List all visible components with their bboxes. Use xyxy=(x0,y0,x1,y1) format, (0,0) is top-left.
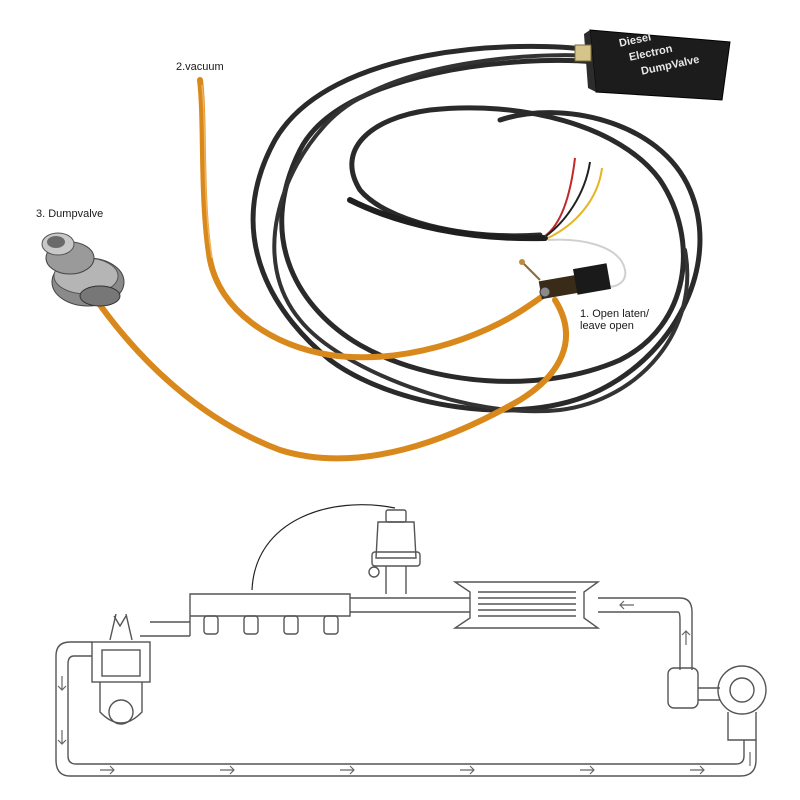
blow-off-valve-icon xyxy=(368,509,421,594)
dumpvalve-label: 3. Dumpvalve xyxy=(36,208,104,220)
flow-arrow-icon xyxy=(690,765,705,775)
flow-arrow-icon xyxy=(580,765,595,775)
open-label: 1. Open laten/ leave open xyxy=(580,308,670,332)
flow-arrow-icon xyxy=(57,676,67,691)
dumpvalve-hose xyxy=(97,297,569,462)
dump-valve-fitting-icon xyxy=(41,232,125,307)
flow-arrow-icon xyxy=(220,765,235,775)
wire-yellow xyxy=(547,167,603,239)
flow-arrow-icon xyxy=(100,765,115,775)
flow-arrow-icon xyxy=(460,765,475,775)
turbo-system-schematic xyxy=(55,504,767,777)
vacuum-hose xyxy=(197,77,553,361)
black-cable-extra xyxy=(272,53,690,414)
wire-black-thin xyxy=(545,161,591,237)
flow-arrow-icon xyxy=(340,765,355,775)
open-label-line2: leave open xyxy=(580,320,634,332)
turbocharger-icon xyxy=(667,665,767,741)
flow-arrow-icon xyxy=(681,630,691,645)
wire-white xyxy=(547,238,627,288)
hose-highlight xyxy=(201,84,213,259)
black-cable-inner xyxy=(279,57,686,384)
flow-arrow-icon xyxy=(619,600,634,610)
control-module-icon xyxy=(574,29,731,101)
vacuum-label: 2.vacuum xyxy=(176,61,224,73)
vacuum-line xyxy=(251,504,396,591)
open-label-line1: 1. Open laten/ xyxy=(580,308,650,320)
black-cable-outer xyxy=(250,43,703,413)
cable-sheath xyxy=(347,197,548,242)
engine-icon xyxy=(91,613,151,725)
connector-icon xyxy=(519,259,611,300)
intercooler-icon xyxy=(452,581,601,629)
flow-arrows xyxy=(57,600,751,775)
intake-runners xyxy=(203,615,339,635)
flow-arrow-icon xyxy=(57,730,67,745)
